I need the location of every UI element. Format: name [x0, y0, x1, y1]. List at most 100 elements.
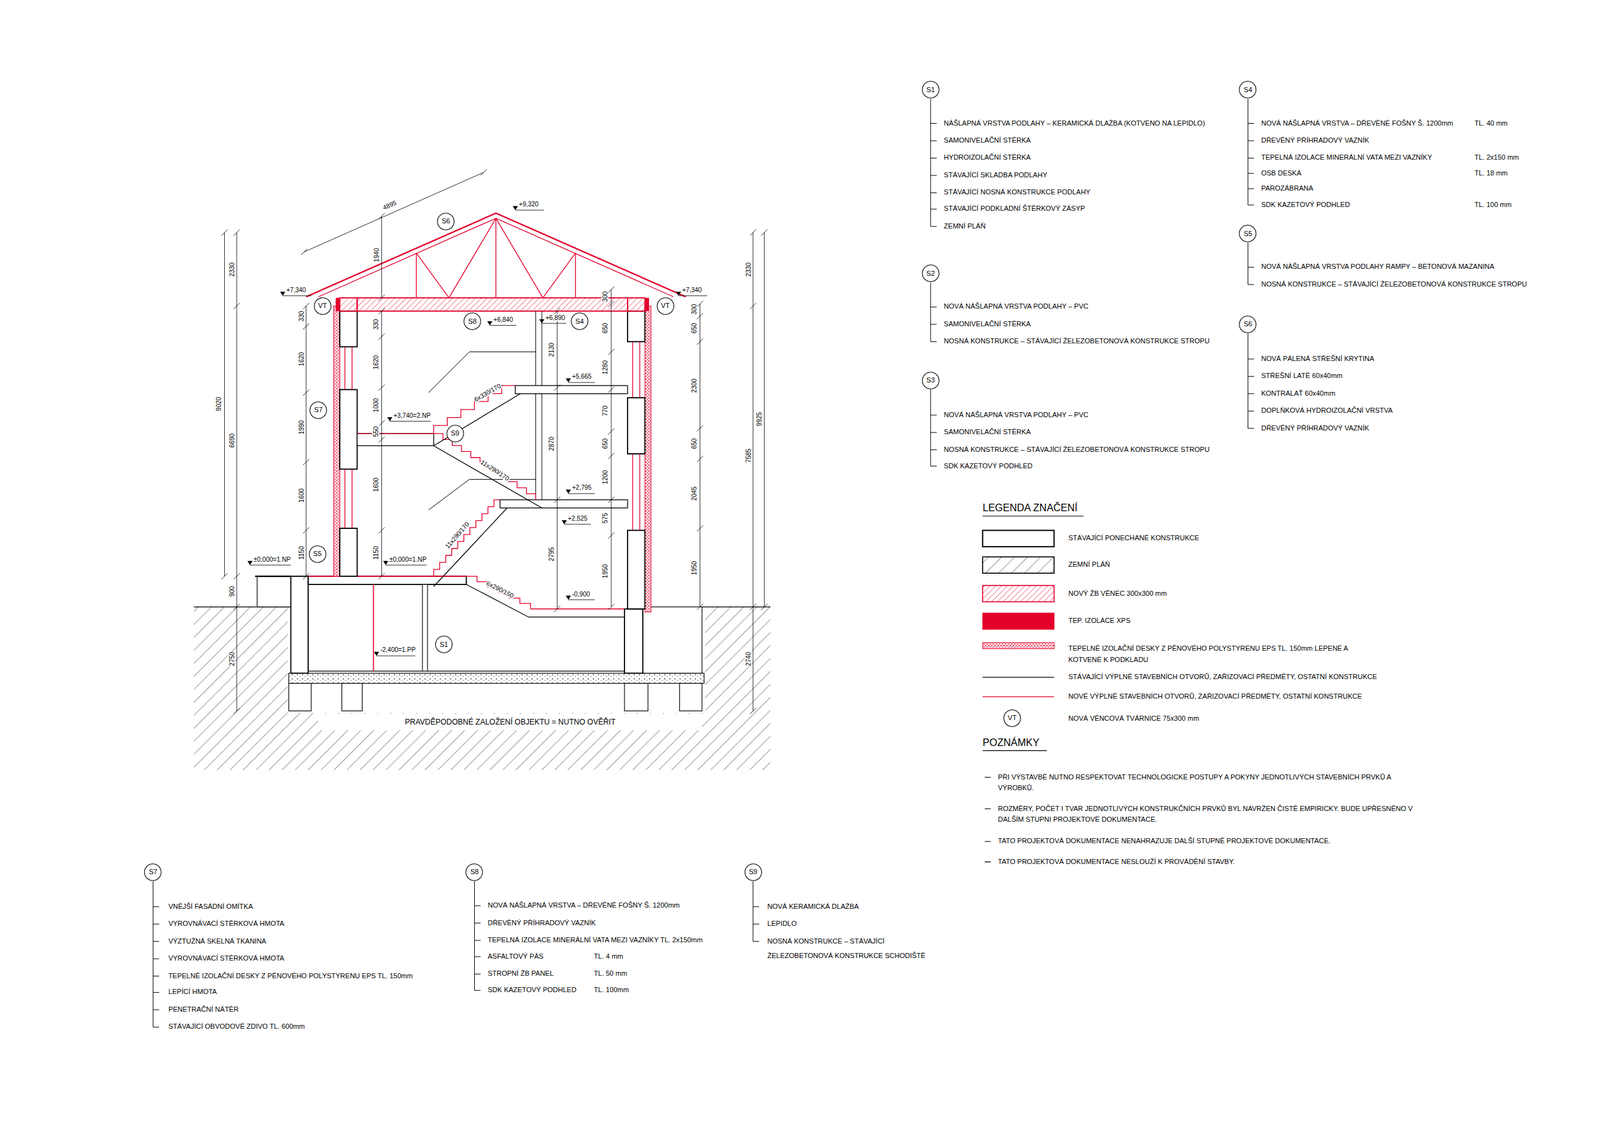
- callout-circle: [744, 864, 761, 881]
- dimension-text: 2750: [227, 651, 235, 667]
- layer-text: NOVÁ KERAMICKÁ DLAŽBA: [767, 902, 859, 912]
- elevation-mark: ±0,000=1.NP: [253, 555, 292, 563]
- callout-circle: [435, 636, 453, 653]
- callout-circle: [313, 298, 331, 315]
- legend-text: NOVÉ VÝPLNĚ STAVEBNÍCH OTVORŮ, ZAŘIZOVAC…: [1068, 692, 1362, 701]
- legend-samples: [982, 556, 1054, 574]
- callout-number: S1: [439, 641, 448, 649]
- dimension-text: 2045: [690, 486, 698, 502]
- dimension-text: 2740: [744, 651, 752, 667]
- foundation: [288, 673, 705, 684]
- stairs: [433, 385, 516, 434]
- legend-samples: [982, 642, 1054, 650]
- dimension-lines: [750, 229, 757, 715]
- layer-text: ASFALTOVÝ PÁS: [487, 952, 544, 962]
- dimension-text: 300: [601, 291, 609, 304]
- callout-circle: [922, 265, 939, 282]
- callout-bubble: S8: [463, 312, 482, 331]
- basement: [373, 584, 375, 672]
- callout-bubble: S2: [921, 264, 940, 283]
- callout-bubble: S1: [921, 80, 940, 99]
- layer-text: NOSNÁ KONSTRUKCE – STÁVAJÍCÍ ŽELEZOBETON…: [943, 445, 1210, 454]
- walls: [344, 341, 640, 531]
- callout-circle: [1239, 225, 1256, 242]
- dimension-text: 9020: [214, 396, 222, 412]
- stairs: [500, 500, 628, 509]
- note-text: ROZMĚRY, POČET I TVAR JEDNOTLIVÝCH KONST…: [998, 803, 1415, 827]
- callout-leaders: [152, 881, 160, 1028]
- walls: [644, 298, 649, 312]
- dimension-text: 11x290/170: [478, 458, 511, 483]
- layer-text: NOVÁ PÁLENÁ STŘEŠNÍ KRYTINA: [1260, 354, 1374, 364]
- elevation-markers: [247, 205, 682, 657]
- stairs: [466, 584, 625, 618]
- layer-text: DŘEVĚNÝ PŘÍHRADOVÝ VAZNÍK: [1260, 424, 1369, 433]
- callout-circle: [308, 545, 326, 562]
- elevation-mark: ±0,000=1.NP: [388, 555, 428, 563]
- layer-text: KONTRALAŤ 60x40mm: [1260, 389, 1335, 398]
- dimension-text: 1990: [297, 419, 305, 436]
- callout-bubble: VT: [313, 297, 332, 316]
- callout-bubble: S6: [1238, 315, 1257, 334]
- dimension-text: 2300: [690, 378, 698, 394]
- note-text: PŘI VÝSTAVBĚ NUTNO RESPEKTOVAT TECHNOLOG…: [998, 772, 1415, 795]
- layer-text: VYROVNÁVACÍ STĚRKOVÁ HMOTA: [168, 920, 285, 929]
- stairs: [428, 352, 537, 511]
- callout-bubble: S7: [143, 863, 162, 882]
- walls: [627, 298, 645, 312]
- stairs: [466, 576, 625, 610]
- callout-number: VT: [661, 302, 670, 310]
- legend-text: TEP. IZOLACE XPS: [1068, 617, 1131, 626]
- walls: [335, 298, 340, 312]
- note-text: TATO PROJEKTOVÁ DOKUMENTACE NENAHRAZUJE …: [998, 835, 1415, 848]
- callout-bubble: VT: [656, 297, 675, 316]
- section-heading: LEGENDA ZNAČENÍ: [982, 501, 1078, 514]
- layer-text: NOVÁ NÁŠLAPNÁ VRSTVA PODLAHY – PVC: [943, 411, 1089, 420]
- callout-leaders: [930, 99, 938, 227]
- callout-leaders: [930, 282, 938, 343]
- callout-leaders: [930, 389, 938, 466]
- callout-bubble: VT: [1003, 709, 1021, 728]
- stairs: [433, 500, 501, 577]
- callout-circle: [464, 313, 481, 330]
- legend-samples: [982, 677, 1054, 679]
- foundation: [288, 607, 705, 712]
- elevation-mark: +3,740=2.NP: [392, 411, 432, 419]
- section-drawing: [152, 99, 1254, 1028]
- layer-text: NÁŠLAPNÁ VRSTVA PODLAHY – KERAMICKÁ DLAŽ…: [943, 119, 1205, 128]
- note-text: TATO PROJEKTOVÁ DOKUMENTACE NESLOUŽÍ K P…: [998, 856, 1415, 869]
- callout-bubble: S7: [309, 401, 328, 420]
- callout-number: S7: [149, 868, 158, 876]
- layer-text: TL. 100 mm: [1474, 200, 1512, 209]
- foundation: [624, 683, 648, 712]
- callout-number: S6: [441, 217, 450, 225]
- legend-text: NOVÁ VĚNCOVÁ TVÁRNICE 75x300 mm: [1068, 715, 1200, 724]
- stairs: [357, 311, 628, 618]
- walls: [333, 298, 651, 613]
- dimension-lines: [608, 286, 615, 610]
- legend-text: ZEMNÍ PLÁŇ: [1068, 561, 1111, 570]
- dimension-text: 330: [297, 310, 305, 323]
- layer-text: VÝZTUŽNÁ SKELNÁ TKANINA: [168, 937, 267, 946]
- layer-text: TEPELNĚ IZOLAČNÍ DESKY Z PĚNOVÉHO POLYST…: [168, 972, 413, 981]
- elevation-mark: +7,340: [286, 286, 307, 293]
- callout-leaders: [1247, 333, 1254, 429]
- layer-text: SAMONIVELAČNÍ STĚRKA: [943, 428, 1032, 437]
- layer-text: SDK KAZETOVÝ PODHLED: [487, 986, 576, 996]
- layer-text: STŘEŠNÍ LATĚ 60x40mm: [1260, 372, 1343, 381]
- legend-text: NOVÝ ŽB VĚNEC 300x300 mm: [1068, 589, 1167, 598]
- callout-bubble: S1: [435, 635, 453, 654]
- dimension-text: 1200: [601, 469, 609, 485]
- walls: [627, 397, 645, 454]
- basement: [308, 671, 625, 672]
- layer-text: TL. 4 mm: [594, 952, 624, 962]
- callout-circle: [447, 425, 464, 442]
- dimension-lines: [221, 169, 768, 715]
- stairs: [357, 433, 434, 434]
- layer-text: SDK KAZETOVÝ PODHLED: [1260, 200, 1350, 209]
- dimension-text: 4895: [381, 198, 399, 212]
- foundation: [288, 683, 312, 712]
- callout-bubble: S9: [744, 863, 763, 882]
- callout-circle: [571, 313, 588, 330]
- callout-number: S3: [926, 376, 935, 384]
